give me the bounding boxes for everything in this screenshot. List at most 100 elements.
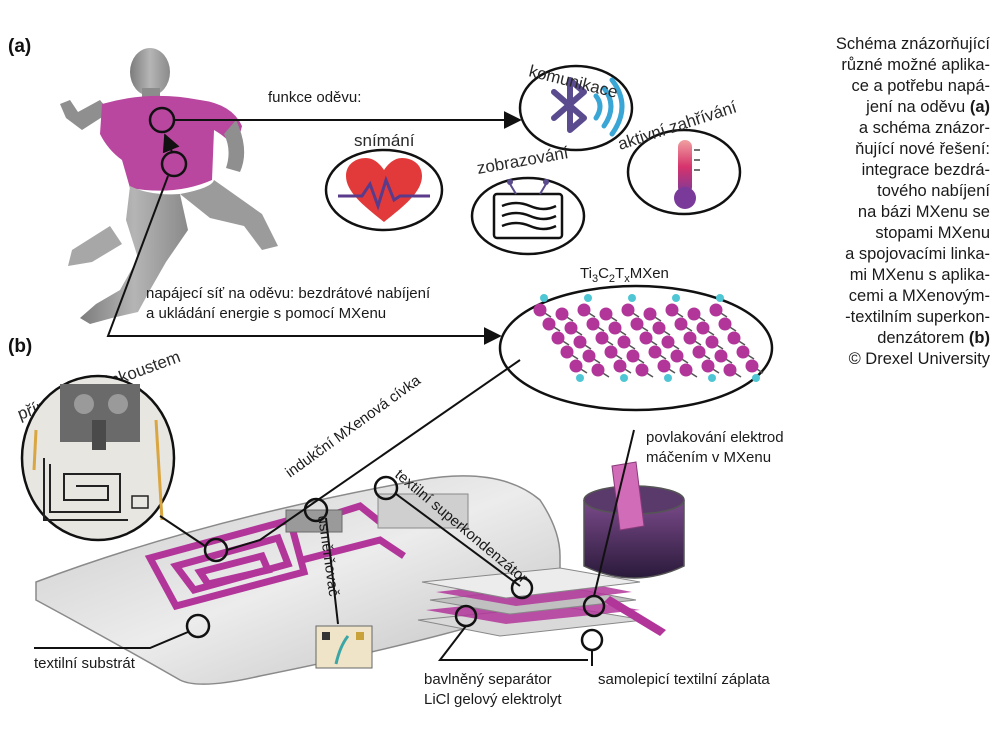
titanium-atom xyxy=(630,317,644,331)
heartbeat-line xyxy=(338,175,430,211)
caption-credit: © Drexel University xyxy=(848,350,990,368)
titanium-atom xyxy=(679,363,693,377)
induction-coil-label: indukční MXenová cívka xyxy=(282,372,424,482)
caption-line: stopami MXenu xyxy=(875,224,990,242)
supercap-patch-on-substrate xyxy=(377,493,469,529)
coil-to-mxene-line xyxy=(226,359,521,551)
titanium-atom xyxy=(639,331,653,345)
coil-to-ink-line xyxy=(159,515,206,547)
titanium-atom xyxy=(608,321,622,335)
titanium-atom xyxy=(573,335,587,349)
caption-line: integrace bezdrá- xyxy=(861,161,990,179)
caption-line: ňující nové řešení: xyxy=(855,140,990,158)
mxene-induction-coil xyxy=(144,502,406,611)
titanium-atom xyxy=(718,317,732,331)
titanium-atom xyxy=(701,359,715,373)
separator-label-line1: bavlněný separátor xyxy=(424,671,552,688)
titanium-atom xyxy=(687,307,701,321)
titanium-atom xyxy=(564,321,578,335)
titanium-atom xyxy=(604,345,618,359)
titanium-atom xyxy=(648,345,662,359)
surface-atom xyxy=(620,374,628,382)
titanium-atom xyxy=(661,335,675,349)
substrate-line xyxy=(34,631,189,649)
display-label: zobrazování xyxy=(475,143,570,178)
caption-line: Schéma znázorňující xyxy=(835,35,990,53)
surface-atom xyxy=(628,294,636,302)
panel-label-b: (b) xyxy=(8,336,32,357)
titanium-atom xyxy=(643,307,657,321)
adhesive-patch-label: samolepicí textilní záplata xyxy=(598,671,770,688)
sensing-label: snímání xyxy=(354,131,415,150)
titanium-atom xyxy=(617,335,631,349)
dip-coating-line xyxy=(593,429,635,597)
ink-writing-photo xyxy=(20,374,176,542)
rectifier-line xyxy=(325,517,339,625)
titanium-atom xyxy=(709,303,723,317)
titanium-atom xyxy=(613,359,627,373)
rectifier-board xyxy=(315,625,373,669)
supercapacitor-layer-stack xyxy=(417,567,666,637)
titanium-atom xyxy=(696,321,710,335)
titanium-atom xyxy=(635,363,649,377)
titanium-atom xyxy=(727,331,741,345)
panel-label-a: (a) xyxy=(8,36,31,57)
supercap-line xyxy=(395,493,521,587)
figure-caption: Schéma znázorňující různé možné aplika- … xyxy=(818,34,990,370)
surface-atom xyxy=(716,294,724,302)
bluetooth-icon xyxy=(551,77,587,133)
caption-line: na bázi MXenu se xyxy=(857,203,990,221)
thermometer-icon xyxy=(674,140,700,209)
caption-line: a spojovacími linka- xyxy=(845,245,990,263)
separator-line xyxy=(437,625,588,661)
titanium-atom xyxy=(533,303,547,317)
titanium-atom xyxy=(586,317,600,331)
titanium-atom xyxy=(736,345,750,359)
dip-coating-label-line1: povlakování elektrod xyxy=(646,429,784,446)
surface-atom xyxy=(672,294,680,302)
wireless-signal-icon xyxy=(593,77,625,137)
caption-line: denzátorem (b) xyxy=(877,329,990,347)
power-network-label-line2: a ukládání energie s pomocí MXenu xyxy=(146,305,386,322)
power-network-arrow xyxy=(106,175,502,345)
surface-atom xyxy=(576,374,584,382)
human-figure xyxy=(60,48,278,324)
titanium-atom xyxy=(723,363,737,377)
titanium-atom xyxy=(652,321,666,335)
titanium-atom xyxy=(555,307,569,321)
power-network-label-line1: napájecí síť na oděvu: bezdrátové nabíje… xyxy=(146,285,431,302)
surface-atom xyxy=(664,374,672,382)
mxene-crystal-structure xyxy=(533,294,764,382)
titanium-atom xyxy=(577,303,591,317)
titanium-atom xyxy=(621,303,635,317)
titanium-atom xyxy=(705,335,719,349)
titanium-atom xyxy=(626,349,640,363)
titanium-atom xyxy=(551,331,565,345)
caption-ref-a: (a) xyxy=(969,98,990,116)
caption-line: ce a potřebu napá- xyxy=(851,77,990,95)
titanium-atom xyxy=(599,307,613,321)
titanium-atom xyxy=(683,331,697,345)
titanium-atom xyxy=(542,317,556,331)
dip-coating-beaker xyxy=(583,461,685,579)
titanium-atom xyxy=(670,349,684,363)
titanium-atom xyxy=(591,363,605,377)
caption-line: cemi a MXenovým- xyxy=(848,287,990,305)
titanium-atom xyxy=(560,345,574,359)
titanium-atom xyxy=(595,331,609,345)
titanium-atom xyxy=(569,359,583,373)
caption-line: jení na oděvu (a) xyxy=(866,98,990,116)
surface-atom xyxy=(584,294,592,302)
surface-atom xyxy=(540,294,548,302)
titanium-atom xyxy=(665,303,679,317)
mxene-formula: Ti3C2TxMXen xyxy=(580,265,669,285)
surface-atom xyxy=(752,374,760,382)
caption-line: mi MXenu s aplika- xyxy=(849,266,990,284)
caption-line: tového nabíjení xyxy=(877,182,990,200)
titanium-atom xyxy=(657,359,671,373)
titanium-atom xyxy=(692,345,706,359)
surface-atom xyxy=(708,374,716,382)
titanium-atom xyxy=(674,317,688,331)
